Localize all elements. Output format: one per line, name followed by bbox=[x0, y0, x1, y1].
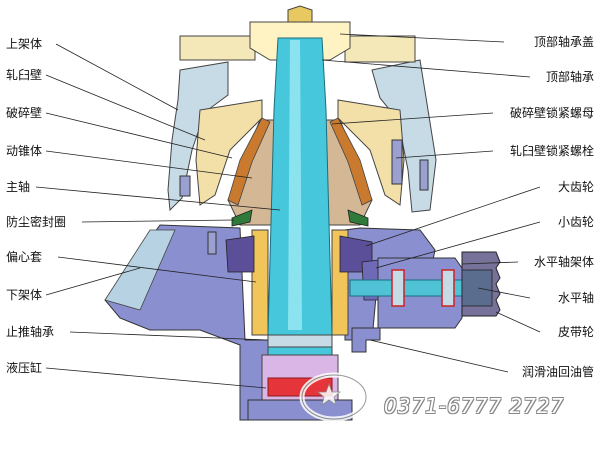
leader-lines-left bbox=[35, 43, 281, 389]
leader-thrust-bearing bbox=[69, 331, 269, 341]
countershaft-bearing-2 bbox=[441, 269, 455, 307]
leader-concave bbox=[45, 74, 206, 141]
label-lock-bolt: 轧臼壁锁紧螺栓 bbox=[509, 144, 594, 158]
crushing-wall-right bbox=[329, 117, 373, 206]
countershaft-bearing-1 bbox=[391, 269, 405, 307]
upper-frame bbox=[167, 61, 229, 212]
leader-main-shaft bbox=[35, 186, 281, 211]
bolt-right-1 bbox=[391, 139, 403, 185]
main-shaft-highlight bbox=[288, 40, 302, 330]
lower-frame-left-skin bbox=[104, 229, 176, 311]
leader-lines-right bbox=[321, 33, 541, 373]
label-thrust-bearing: 止推轴承 bbox=[6, 325, 55, 339]
label-concave: 轧臼壁 bbox=[6, 68, 43, 82]
label-countershaft-housing: 水平轴架体 bbox=[533, 255, 594, 269]
leader-countershaft-housing bbox=[461, 261, 519, 265]
leader-big-gear bbox=[365, 186, 541, 247]
bolts bbox=[179, 139, 429, 255]
leader-top-bearing-cap bbox=[339, 33, 505, 43]
company-logo bbox=[299, 372, 369, 422]
concave-left bbox=[195, 99, 263, 206]
top-cap-left bbox=[179, 35, 256, 61]
leader-lube-pipe bbox=[369, 339, 509, 373]
leader-dust-seal bbox=[81, 219, 235, 223]
label-moving-cone: 动锥体 bbox=[6, 144, 43, 158]
label-upper-frame: 上架体 bbox=[6, 37, 43, 51]
countershaft bbox=[349, 279, 481, 297]
label-top-bearing: 顶部轴承 bbox=[545, 70, 594, 84]
bolt-left-2 bbox=[207, 231, 217, 255]
leader-lock-bolt bbox=[395, 150, 494, 159]
leader-eccentric bbox=[57, 256, 257, 283]
leader-countershaft bbox=[477, 287, 531, 299]
leader-lock-nut bbox=[331, 112, 494, 125]
bolt-right-2 bbox=[419, 159, 429, 191]
pulley-hub bbox=[461, 269, 493, 307]
bolt-left-1 bbox=[179, 175, 191, 197]
leader-small-gear bbox=[375, 221, 541, 269]
label-lock-nut: 破碎壁锁紧螺母 bbox=[509, 106, 594, 120]
dust-seal-left bbox=[231, 209, 253, 227]
label-belt-pulley: 皮带轮 bbox=[557, 325, 594, 339]
label-big-gear: 大齿轮 bbox=[557, 180, 594, 194]
eccentric-sleeve-left bbox=[251, 229, 269, 336]
leader-pulley bbox=[495, 311, 541, 333]
lifting-eye bbox=[287, 5, 313, 23]
top-cap-right bbox=[344, 35, 416, 63]
label-lower-frame: 下架体 bbox=[6, 288, 43, 302]
leader-cylinder bbox=[45, 367, 267, 389]
logo-star bbox=[316, 382, 342, 406]
watermark-phone: 0371-6777 2727 bbox=[384, 394, 565, 418]
label-countershaft: 水平轴 bbox=[557, 291, 594, 305]
dust-seal-right bbox=[347, 209, 369, 227]
logo-ring-outline bbox=[301, 374, 367, 420]
label-small-gear: 小齿轮 bbox=[557, 215, 594, 229]
label-main-shaft: 主轴 bbox=[6, 180, 31, 194]
label-hydraulic-cylinder: 液压缸 bbox=[6, 361, 43, 375]
leader-upper-frame bbox=[55, 43, 179, 111]
leader-top-bearing bbox=[321, 59, 531, 78]
label-lube-return-pipe: 润滑油回油管 bbox=[521, 365, 594, 379]
crushing-wall-left bbox=[227, 117, 271, 206]
label-crushing-wall: 破碎壁 bbox=[6, 106, 43, 120]
leader-lower-frame bbox=[45, 267, 141, 296]
lube-return-pipe bbox=[351, 327, 381, 353]
thrust-bearing bbox=[267, 334, 333, 348]
label-eccentric-sleeve: 偏心套 bbox=[6, 250, 43, 264]
leader-crushing-wall bbox=[45, 112, 233, 159]
gear-left bbox=[225, 235, 255, 273]
leader-moving-cone bbox=[45, 150, 253, 179]
label-top-bearing-cap: 顶部轴承盖 bbox=[533, 35, 594, 49]
thrust-bearing-plate bbox=[267, 346, 333, 356]
label-dust-seal: 防尘密封圈 bbox=[6, 215, 67, 229]
